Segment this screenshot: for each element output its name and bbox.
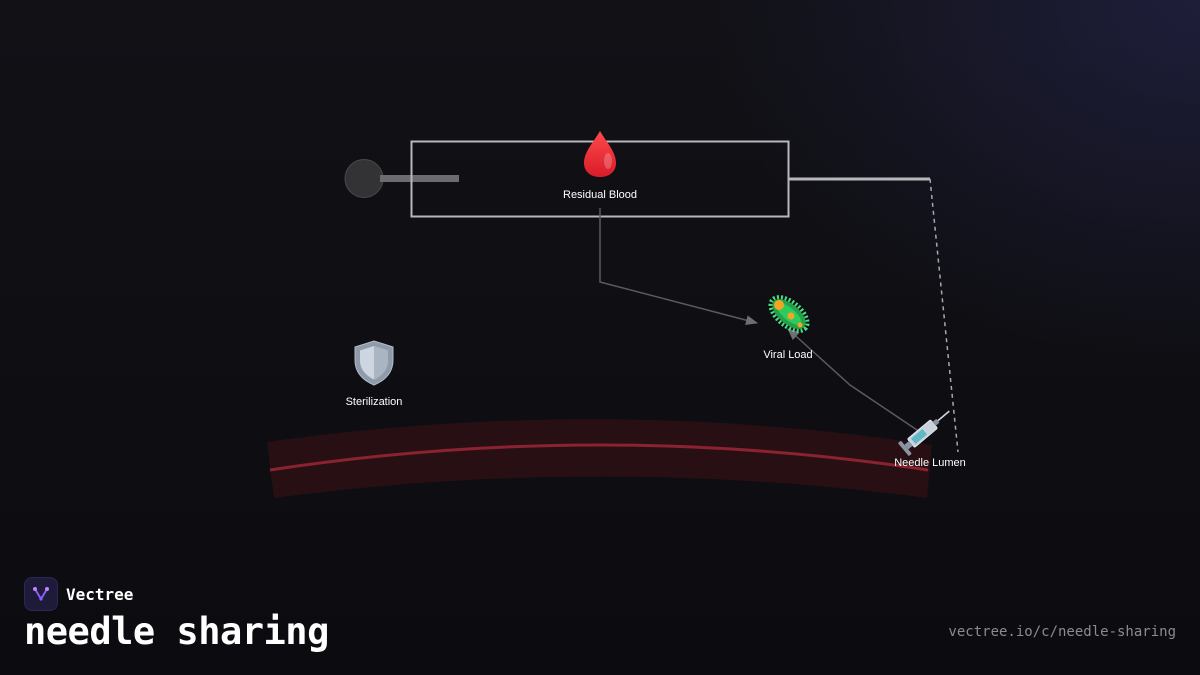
brand-name: Vectree [66, 584, 134, 604]
page-title: needle sharing [24, 610, 329, 653]
plunger-thumb [344, 159, 384, 198]
shield-icon [354, 340, 394, 386]
node-residual-blood: Residual Blood [563, 131, 637, 201]
needle-lumen-label: Needle Lumen [894, 457, 966, 469]
vectree-logo-icon [24, 577, 58, 611]
blood-vessel [267, 419, 932, 498]
syringe-diagram [344, 140, 930, 218]
connector-blood-to-viral [599, 208, 758, 326]
syringe-icon [898, 410, 950, 456]
plunger-rod [380, 175, 459, 182]
residual-blood-label: Residual Blood [563, 189, 637, 201]
brand: Vectree [24, 577, 133, 611]
viral-load-label: Viral Load [763, 349, 812, 361]
page-url[interactable]: vectree.io/c/needle-sharing [948, 624, 1176, 640]
node-sterilization: Sterilization [346, 340, 403, 408]
node-viral-load: Viral Load [763, 295, 813, 361]
node-needle-lumen: Needle Lumen [894, 410, 966, 469]
sterilization-label: Sterilization [346, 396, 403, 408]
blood-drop-icon [584, 131, 616, 177]
needle-guide-line [929, 178, 959, 453]
microbe-icon [768, 295, 810, 333]
connector-lumen-to-viral [787, 328, 921, 433]
